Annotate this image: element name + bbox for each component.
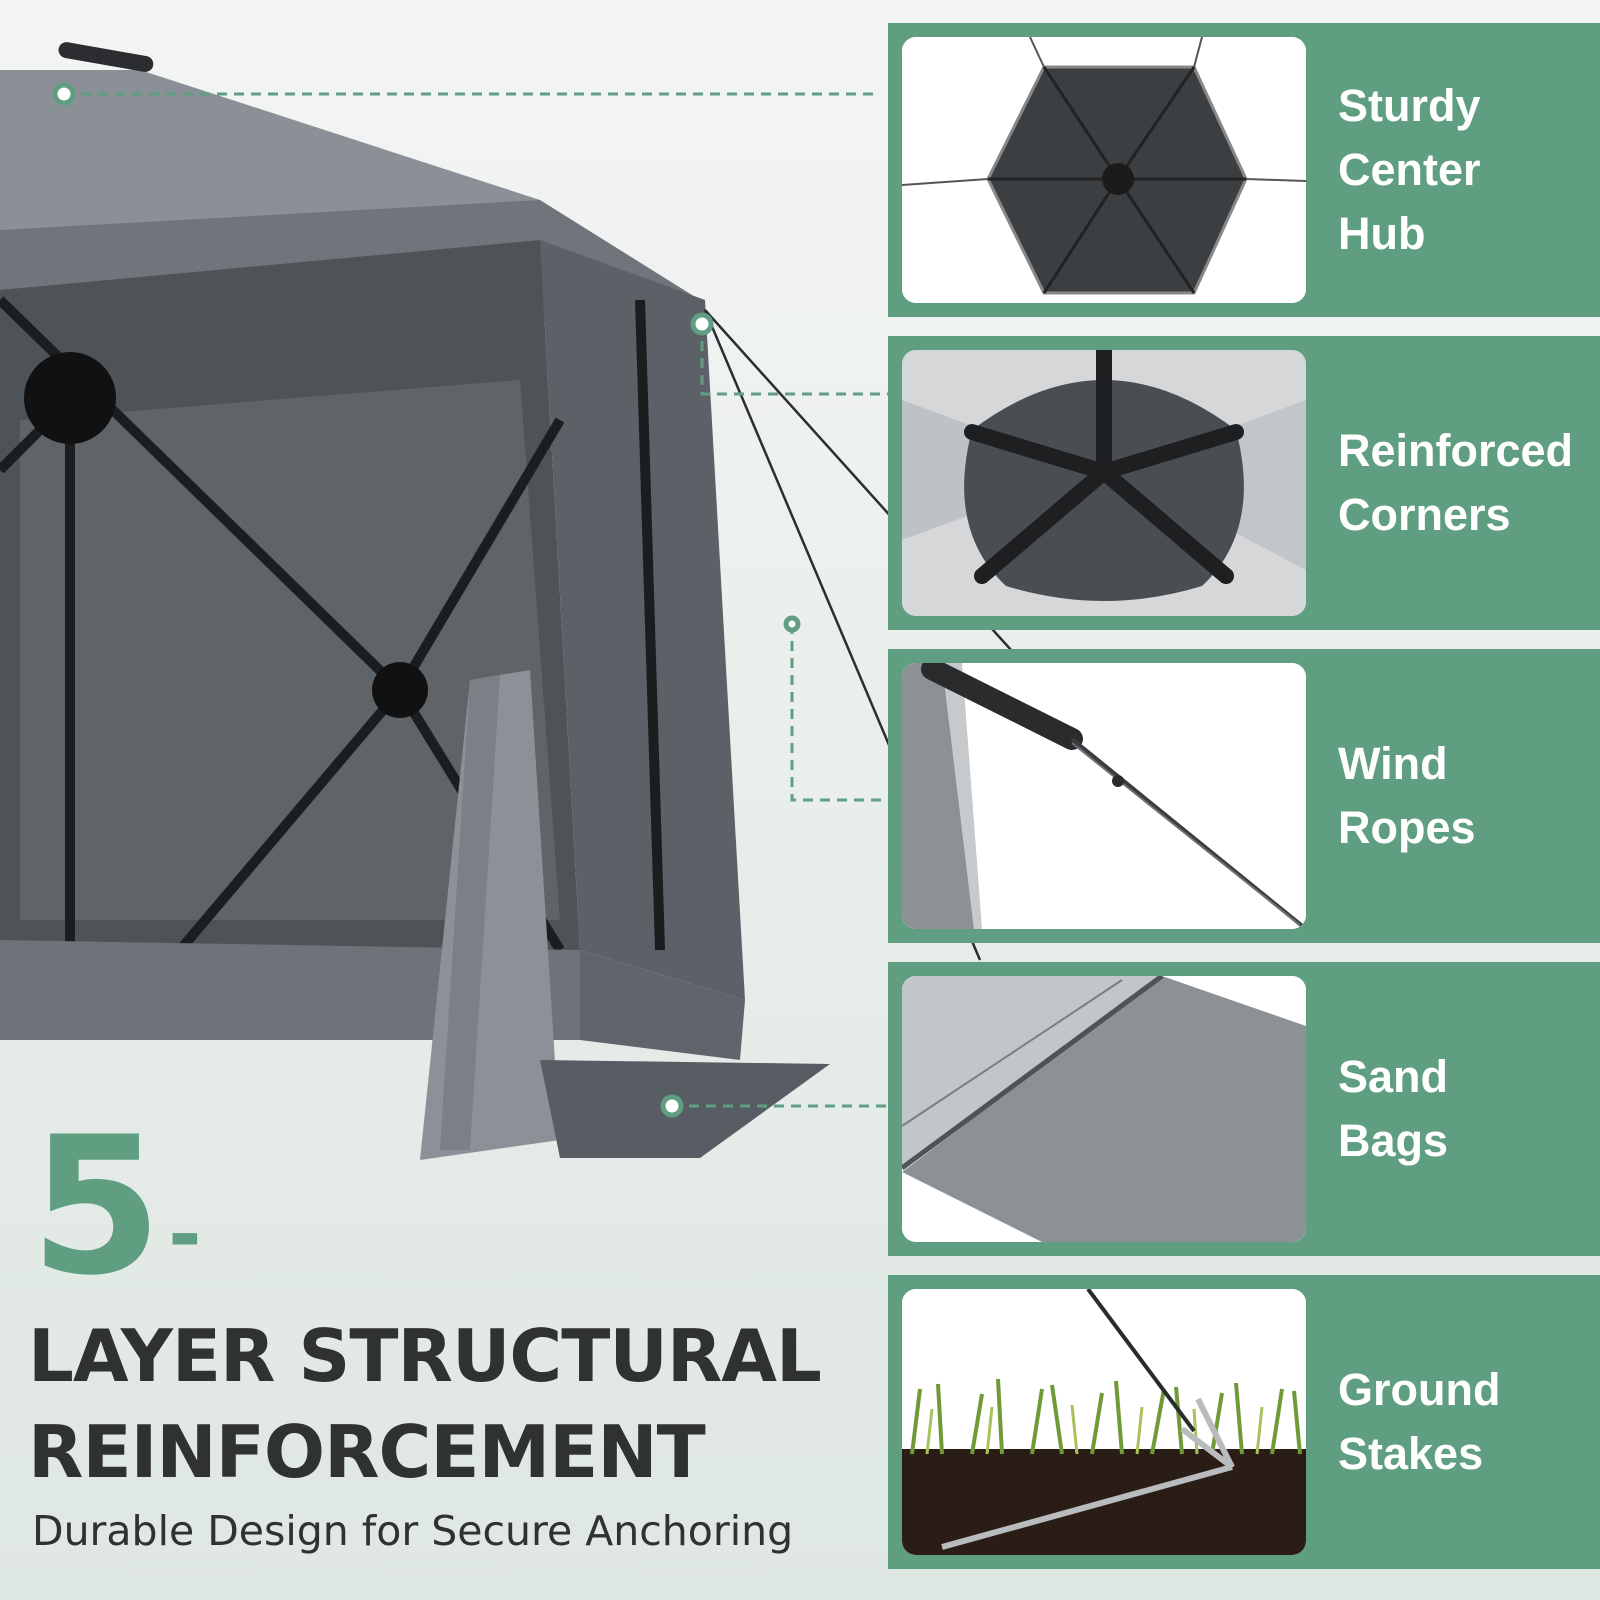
wind-ropes-photo [902,663,1306,929]
corners-label: Reinforced Corners [1338,425,1574,540]
wind-ropes-label: Wind Ropes [1338,738,1476,853]
feature-panel-corners: Reinforced Corners [888,336,1600,630]
subtitle: Durable Design for Secure Anchoring [32,1507,794,1555]
sand-bags-photo [902,976,1306,1242]
layer-count: 5- [30,1112,201,1330]
center-hub-photo [902,37,1306,303]
layer-count-number: 5 [30,1096,163,1317]
feature-panel-wind-ropes: Wind Ropes [888,649,1600,943]
feature-panel-ground-stakes: Ground Stakes [888,1275,1600,1569]
headline: LAYER STRUCTURAL REINFORCEMENT [28,1308,848,1500]
feature-panel-center-hub: Sturdy Center Hub [888,23,1600,317]
feature-panel-sand-bags: Sand Bags [888,962,1600,1256]
ground-stakes-photo [902,1289,1306,1555]
center-hub-label: Sturdy Center Hub [1338,80,1481,259]
corners-photo [902,350,1306,616]
layer-count-dash: - [168,1188,202,1281]
ground-stakes-label: Ground Stakes [1338,1364,1501,1479]
headline-line-2: REINFORCEMENT [28,1410,706,1494]
sand-bags-label: Sand Bags [1338,1051,1449,1166]
headline-line-1: LAYER STRUCTURAL [28,1314,822,1398]
